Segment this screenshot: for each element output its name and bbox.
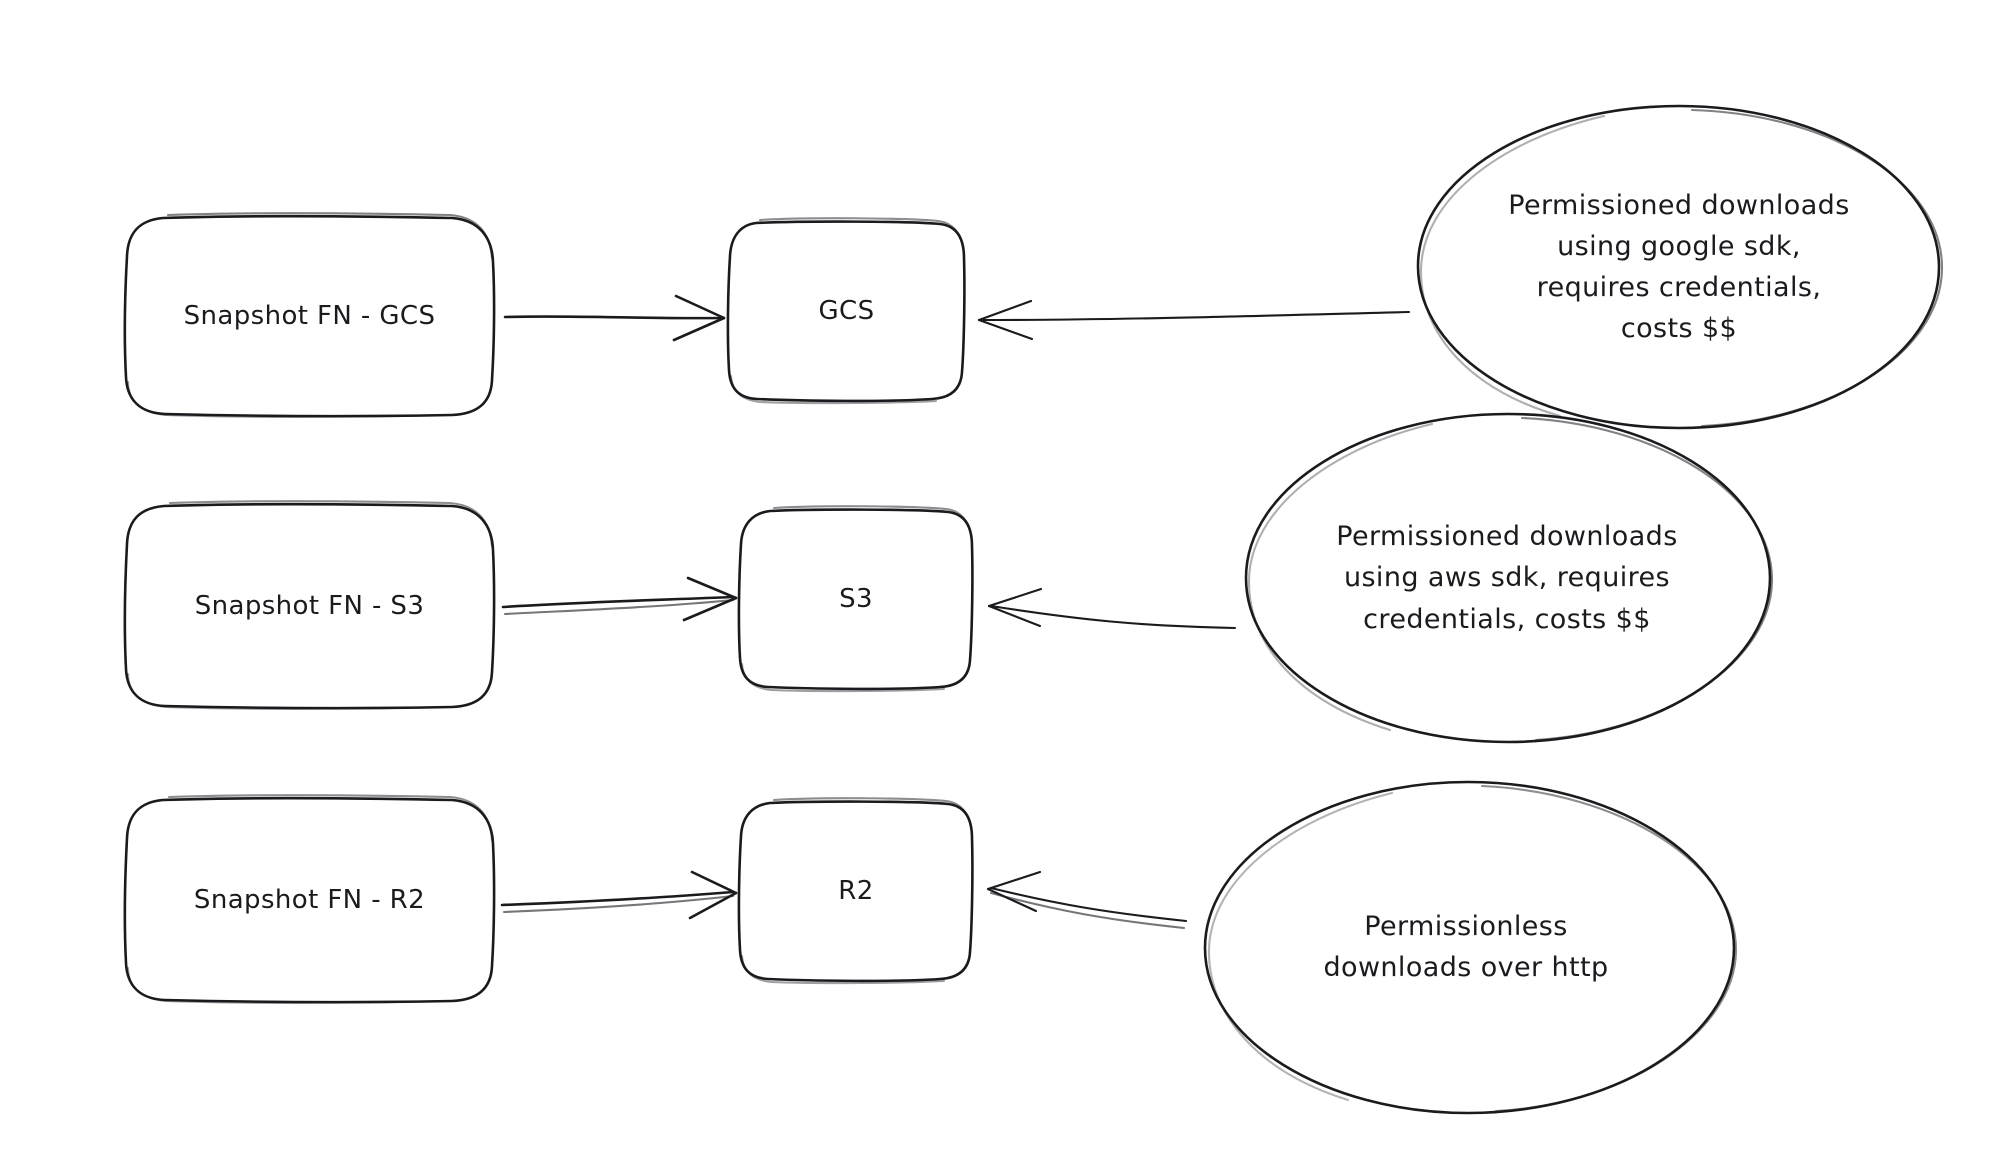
arrow-snapshot-s3-to-s3 (501, 576, 738, 622)
node-gcs-shape[interactable] (726, 217, 966, 405)
arrow-note-to-gcs (977, 299, 1411, 341)
node-r2-shape[interactable] (737, 797, 974, 985)
arrow-snapshot-r2-to-r2 (500, 870, 738, 920)
arrow-note-to-r2 (986, 870, 1188, 930)
note-gcs-shape[interactable] (1416, 104, 1944, 430)
node-snapshot-fn-r2-shape[interactable] (123, 794, 496, 1004)
arrow-snapshot-gcs-to-gcs (503, 294, 726, 342)
node-snapshot-fn-s3-shape[interactable] (123, 500, 496, 710)
node-s3-shape[interactable] (737, 505, 974, 693)
note-s3-shape[interactable] (1244, 412, 1774, 744)
node-snapshot-fn-gcs-shape[interactable] (123, 212, 496, 418)
arrow-note-to-s3 (987, 587, 1237, 630)
note-r2-shape[interactable] (1203, 780, 1738, 1115)
